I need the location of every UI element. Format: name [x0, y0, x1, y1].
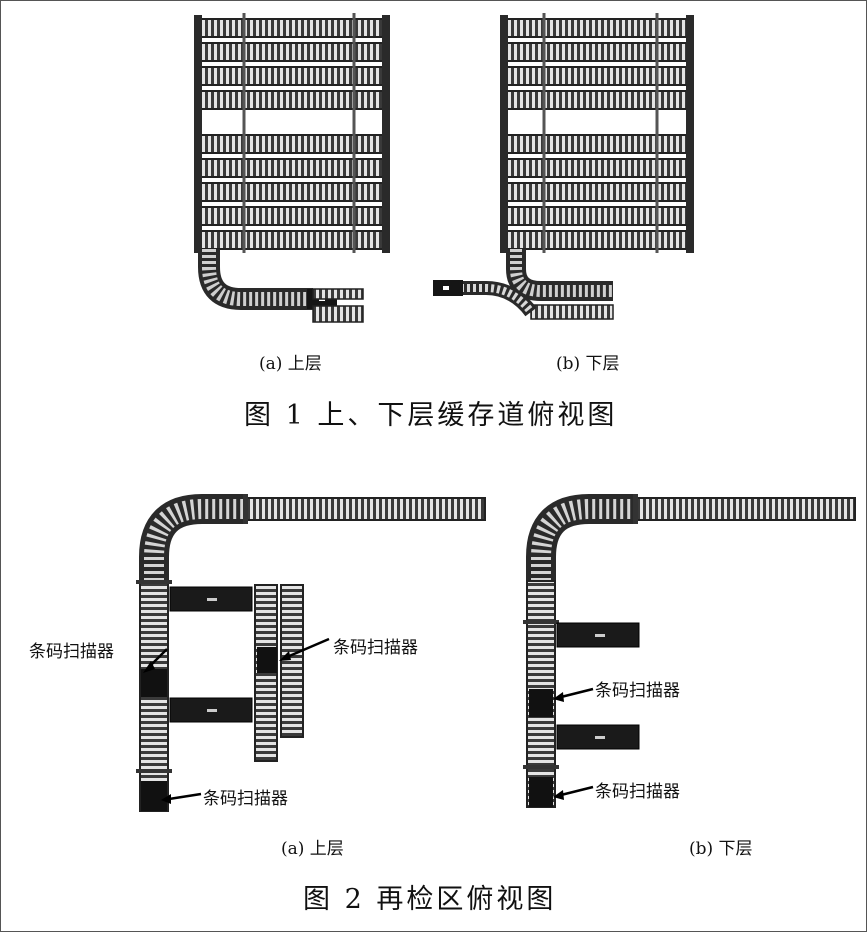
fig1a-lanes-top — [197, 18, 387, 110]
fig1b-lanes-top — [503, 18, 691, 110]
fig2b-scanner-label-lower: 条码扫描器 — [595, 782, 680, 802]
fig1-title: 图 1 上、下层缓存道俯视图 — [244, 400, 618, 431]
fig1b-lanes-bottom — [503, 134, 691, 250]
fig2a-upper-recheck — [136, 494, 486, 812]
fig2b-scanner-upper — [529, 689, 553, 717]
fig1-subcaption-a: (a) 上层 — [259, 354, 322, 374]
fig1-subcaption-b: (b) 下层 — [556, 354, 620, 374]
fig1b-lower-buffer — [433, 13, 694, 320]
fig2a-scanner-label-bottom: 条码扫描器 — [203, 789, 288, 809]
fig2-subcaption-a: (a) 上层 — [281, 839, 344, 859]
fig2-subcaption-b: (b) 下层 — [689, 839, 753, 859]
fig2b-scanner-label-upper: 条码扫描器 — [595, 681, 680, 701]
fig1a-lanes-bottom — [197, 134, 387, 250]
fig2a-scanner-right — [257, 647, 277, 673]
fig2-title: 图 2 再检区俯视图 — [303, 884, 557, 915]
fig2a-scanner-bottom — [141, 781, 167, 811]
fig2b-lower-recheck — [523, 494, 856, 808]
fig2a-scanner-label-left: 条码扫描器 — [29, 642, 114, 662]
fig2a-scanner-left — [141, 669, 167, 697]
fig1a-upper-buffer — [194, 13, 390, 323]
fig2b-scanner-lower — [529, 777, 553, 807]
fig2a-scanner-label-right: 条码扫描器 — [333, 638, 418, 658]
